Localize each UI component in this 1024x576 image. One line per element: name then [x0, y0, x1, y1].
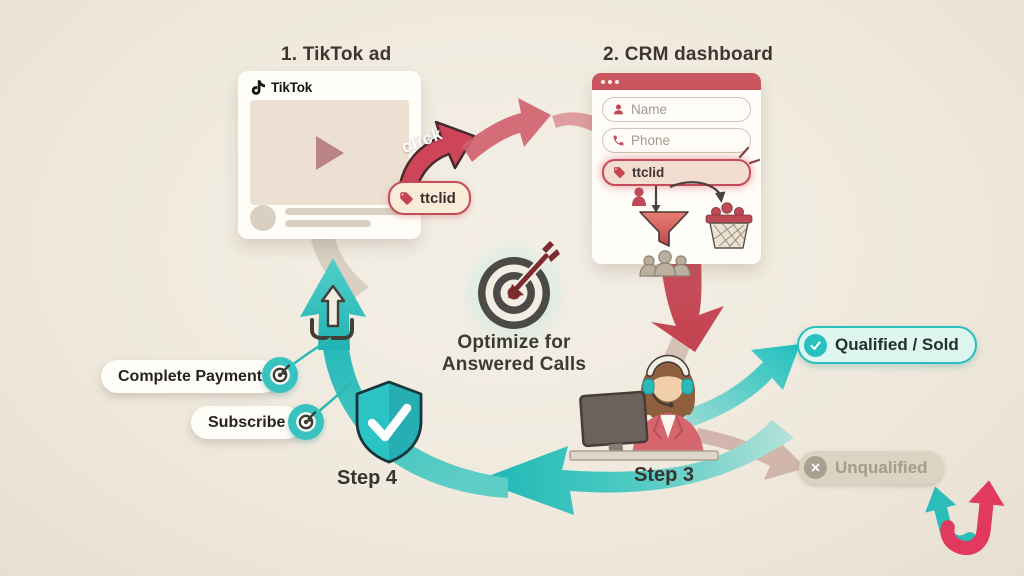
- tan-connector-band: [310, 236, 369, 300]
- tiktok-note-icon: [251, 80, 265, 95]
- lead-filtering-illustration: [632, 181, 753, 277]
- text-placeholder-bar: [285, 208, 403, 215]
- window-titlebar: [592, 73, 761, 90]
- arrow-down-icon: [651, 186, 661, 213]
- unqualified-badge: Unqualified: [799, 451, 944, 484]
- monitor-icon: [579, 390, 649, 454]
- subscribe-label: Subscribe: [208, 413, 286, 431]
- step3-to-qualified-arrow: [684, 344, 800, 428]
- complete-payment-pill[interactable]: Complete Payment: [101, 360, 280, 393]
- crm-step-title: 2. CRM dashboard: [603, 44, 773, 65]
- tiktok-brand-label: TikTok: [271, 79, 313, 95]
- goal-caption: Optimize for Answered Calls: [428, 332, 600, 376]
- x-icon: [804, 456, 827, 479]
- ad-to-crm-arrow: [462, 98, 551, 162]
- click-arrow: [397, 120, 476, 193]
- ttclid-tag: ttclid: [388, 181, 471, 215]
- text-placeholder-bar: [285, 220, 371, 227]
- check-icon: [804, 333, 827, 357]
- avatar: [250, 205, 276, 231]
- tag-icon: [400, 191, 413, 205]
- qualified-sold-badge: Qualified / Sold: [797, 326, 977, 364]
- complete-payment-label: Complete Payment: [118, 367, 263, 385]
- tiktok-arrows-logo: [925, 480, 1005, 556]
- subscribe-pill[interactable]: Subscribe: [191, 406, 303, 439]
- funnel-icon: [639, 211, 689, 247]
- step4-label: Step 4: [337, 467, 398, 489]
- step3-to-step4-arrow: [478, 420, 794, 515]
- trash-icon: [705, 202, 753, 249]
- sparkle-icon: [738, 146, 761, 165]
- step3-label: Step 3: [634, 464, 695, 486]
- crm-field-ttclid-value: ttclid: [632, 165, 665, 180]
- ad-to-crm-arrow-tail: [552, 112, 596, 133]
- tiktok-ad-step-title: 1. TikTok ad: [281, 44, 392, 65]
- people-group-icon: [639, 250, 691, 277]
- ad-video-thumbnail[interactable]: [250, 100, 409, 205]
- play-icon[interactable]: [316, 136, 344, 170]
- crm-field-name-placeholder: Name: [631, 102, 668, 117]
- call-agent-illustration: [569, 354, 719, 461]
- qualified-sold-label: Qualified / Sold: [835, 335, 959, 354]
- window-dot: [608, 79, 612, 84]
- crm-field-name[interactable]: Name: [602, 97, 751, 122]
- shield-check-icon: [355, 380, 423, 464]
- connector-complete-payment: [290, 336, 332, 367]
- tag-icon: [614, 167, 625, 178]
- goal-caption-line2: Answered Calls: [441, 354, 587, 375]
- user-icon: [613, 104, 624, 115]
- crm-field-phone[interactable]: Phone: [602, 128, 751, 153]
- target-icon: [262, 357, 298, 393]
- desk: [569, 450, 719, 461]
- crm-field-phone-placeholder: Phone: [631, 133, 671, 148]
- phone-icon: [613, 135, 624, 146]
- window-dot: [615, 79, 619, 84]
- connector-subscribe: [317, 381, 353, 413]
- tiktok-ad-card: TikTok: [238, 71, 421, 239]
- upload-icon: [310, 284, 354, 340]
- target-icon: [288, 404, 324, 440]
- ttclid-tag-label: ttclid: [420, 189, 456, 207]
- goal-caption-line1: Optimize for: [457, 332, 571, 353]
- window-dot: [601, 79, 605, 84]
- bullseye-target-icon: [478, 241, 560, 329]
- unqualified-label: Unqualified: [835, 457, 928, 477]
- arrow-to-trash-icon: [669, 181, 726, 203]
